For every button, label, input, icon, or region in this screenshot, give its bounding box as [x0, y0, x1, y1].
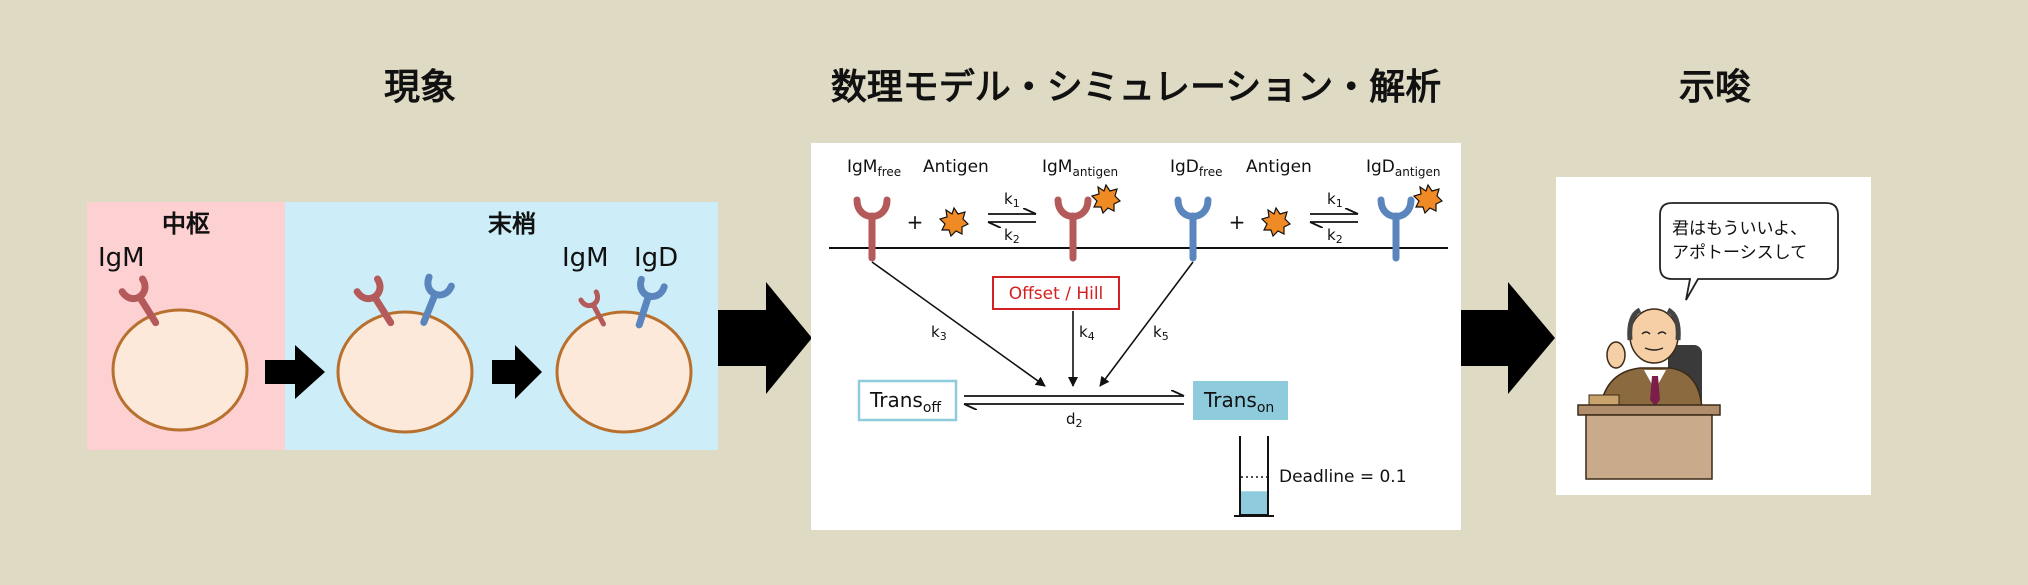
executive-illustration: [1577, 307, 1721, 480]
b-cell-immature: [111, 308, 249, 432]
igm-antigen-label: IgMantigen: [1042, 157, 1118, 179]
igd-antigen-label: IgDantigen: [1366, 157, 1441, 179]
b-cell-transitional: [336, 310, 474, 434]
offset-hill-label: Offset / Hill: [1009, 284, 1104, 304]
speech-line-1: 君はもういいよ、: [1672, 219, 1807, 239]
igd-antigen-receptor: [1377, 196, 1415, 262]
igd-free-receptor: [1174, 196, 1212, 262]
k3-arrow: [871, 261, 1046, 387]
plus-sign-2: +: [1229, 210, 1246, 234]
model-panel: IgMfree Antigen IgMantigen IgDfree Antig…: [811, 143, 1461, 530]
title-implication: 示唆: [1678, 67, 1752, 108]
d2-label: d2: [1066, 410, 1083, 430]
central-label: 中枢: [162, 210, 210, 238]
implication-panel: 君はもういいよ、 アポトーシスして: [1556, 177, 1871, 495]
k4-label: k4: [1079, 323, 1095, 343]
deadline-gauge-fill: [1240, 491, 1268, 515]
trans-off-box: [857, 379, 958, 422]
antigen-icon: [1260, 206, 1292, 238]
igm-free-receptor: [853, 196, 891, 262]
k1-label-left: k1: [1004, 190, 1020, 210]
transition-arrow: [492, 345, 542, 399]
flow-arrow-2: [1461, 282, 1555, 394]
k3-label: k3: [931, 323, 947, 343]
k1-label-right: k1: [1327, 190, 1343, 210]
trans-on-label: Transon: [1203, 388, 1274, 416]
antigen-icon: [938, 206, 970, 238]
igd-free-label: IgDfree: [1170, 157, 1223, 179]
igd-label-peripheral: IgD: [634, 243, 678, 273]
deadline-label: Deadline = 0.1: [1279, 467, 1407, 487]
deadline-gauge: [1234, 436, 1274, 517]
model-background: [811, 143, 1461, 530]
speech-bubble: [1659, 202, 1839, 301]
trans-off-label: Transoff: [869, 388, 941, 416]
trans-on-box: [1193, 381, 1288, 420]
title-phenomenon: 現象: [383, 67, 457, 108]
k5-label: k5: [1153, 323, 1169, 343]
k5-arrow: [1099, 261, 1194, 387]
igm-label-central: IgM: [98, 243, 145, 273]
b-cell-mature: [555, 310, 693, 434]
phenomenon-panel: 中枢 末梢 IgM IgM IgD: [87, 202, 718, 450]
speech-line-2: アポトーシスして: [1672, 243, 1807, 263]
antigen-icon: [1090, 183, 1122, 215]
igm-label-peripheral: IgM: [562, 243, 609, 273]
peripheral-label: 末梢: [488, 210, 536, 238]
offset-hill-box: [992, 276, 1120, 310]
flow-arrow-1: [718, 282, 812, 394]
igm-antigen-receptor: [1054, 196, 1092, 262]
title-model: 数理モデル・シミュレーション・解析: [830, 67, 1442, 108]
k2-label-left: k2: [1004, 226, 1020, 246]
transition-arrow: [265, 345, 325, 399]
antigen-label-1: Antigen: [923, 157, 989, 177]
antigen-label-2: Antigen: [1246, 157, 1312, 177]
k2-label-right: k2: [1327, 226, 1343, 246]
antigen-icon: [1412, 183, 1444, 215]
igm-free-label: IgMfree: [847, 157, 901, 179]
plus-sign-1: +: [907, 210, 924, 234]
